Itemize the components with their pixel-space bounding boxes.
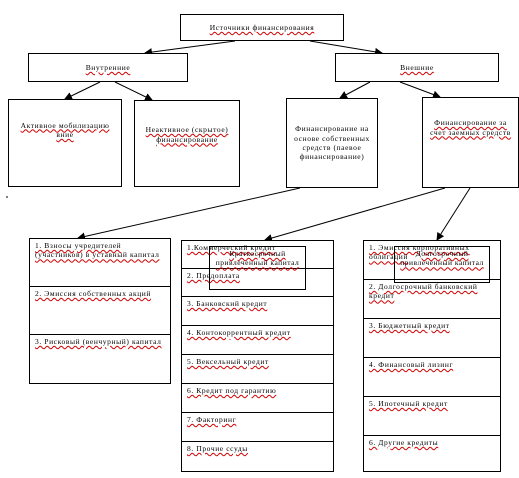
arrow-external-own <box>339 81 371 99</box>
active-label: Активное мобилизацию вние <box>20 120 110 139</box>
list-item: 6. Другие кредиты <box>369 438 439 447</box>
passive-box: Неактивное (скрытое) финансирование <box>134 100 240 187</box>
list-item: 3. Бюджетный кредит <box>364 319 500 358</box>
list-item: 2. Предоплата <box>182 269 333 297</box>
long-term-capital-box: Долгосрочный привлеченный капитал <box>394 246 490 283</box>
external-label: Внешние <box>400 62 434 72</box>
list-item: 3. Банковский кредит <box>182 297 333 326</box>
own-funds-box: Финансирование на основе собственных сре… <box>286 98 378 188</box>
passive-label: Неактивное (скрытое) финансирование <box>145 125 229 144</box>
list-item: 1.Коммерческий кредит <box>182 241 333 269</box>
list-item: 6. Кредит под гарантию <box>182 384 333 413</box>
list-item: 4. Контокоррентный кредит <box>182 326 333 355</box>
borrowed-funds-label: Финансирование за счет заемных средств <box>430 118 511 137</box>
arrow-root-external <box>309 40 383 56</box>
active-box: Активное мобилизацию вние <box>8 99 122 187</box>
external-box: Внешние <box>335 53 499 82</box>
arrow-borrowed-short <box>264 187 446 242</box>
own-sources-list: 1. Взносы учредителей (участников) в уст… <box>29 238 171 384</box>
arrow-root-internal <box>144 40 236 57</box>
borrowed-funds-box: Финансирование за счет заемных средств <box>422 97 519 188</box>
arrow-borrowed-long <box>436 187 471 241</box>
root-box: Источники финансирования <box>180 14 344 41</box>
list-item: 4. Финансовый лизинг <box>364 358 500 397</box>
list-item: 5. Вексельный кредит <box>182 355 333 384</box>
list-item: 8. Прочие ссуды <box>187 444 248 453</box>
list-item: 5. Ипотечный кредит <box>364 397 500 436</box>
list-item: 2. Долгосрочный банковский кредит <box>364 280 500 319</box>
list-item: 1. Взносы учредителей (участников) в уст… <box>30 239 170 287</box>
short-term-capital-box: Краткосрочный привлеченный капитал <box>209 246 306 290</box>
arrow-internal-passive <box>114 81 153 101</box>
list-item: 2. Эмиссия собственных акций <box>30 287 170 335</box>
short-term-capital-label: Краткосрочный привлеченный капитал <box>215 249 300 268</box>
own-funds-label: Финансирование на основе собственных сре… <box>294 124 370 162</box>
internal-label: Внутренние <box>85 62 131 72</box>
long-term-capital-label: Долгосрочный привлеченный капитал <box>400 249 484 268</box>
list-item: 7. Факторинг <box>182 413 333 442</box>
root-label: Источники финансирования <box>209 22 315 32</box>
arrow-external-borrowed <box>399 81 441 99</box>
list-item: 3. Рисковый (венчурный) капитал <box>35 337 162 346</box>
arrow-own-list <box>77 187 301 241</box>
list-item: 1. Эмиссия корпоративных облигаций <box>364 241 500 280</box>
arrow-internal-active <box>64 81 101 100</box>
internal-box: Внутренние <box>28 53 188 82</box>
long-term-list: 1. Эмиссия корпоративных облигаций 2. До… <box>363 240 501 472</box>
short-term-list: 1.Коммерческий кредит 2. Предоплата 3. Б… <box>181 240 334 472</box>
